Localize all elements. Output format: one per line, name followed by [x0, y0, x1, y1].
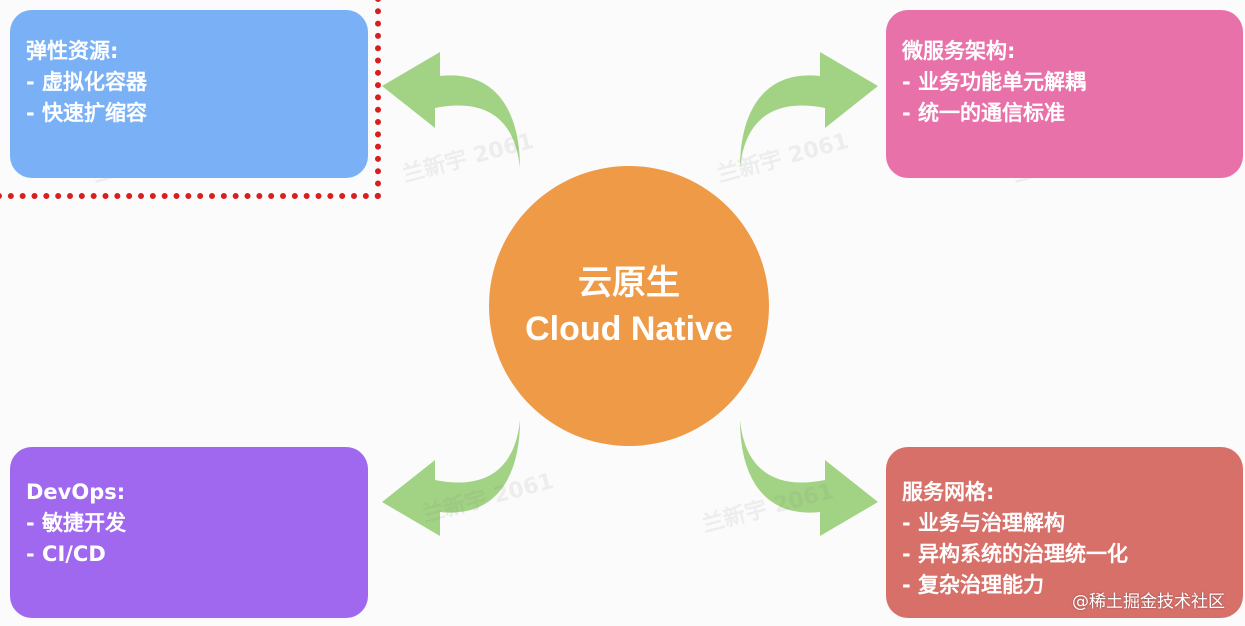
box-elastic-resources: 弹性资源: - 虚拟化容器 - 快速扩缩容: [10, 10, 368, 178]
box-devops: DevOps: - 敏捷开发 - CI/CD: [10, 447, 368, 618]
box-title: 微服务架构:: [902, 39, 1016, 63]
site-watermark: @稀土掘金技术社区: [1072, 592, 1225, 612]
box-title: 弹性资源:: [26, 39, 119, 63]
box-item: - 统一的通信标准: [902, 101, 1066, 125]
box-item: - 敏捷开发: [26, 511, 127, 535]
center-title-en: Cloud Native: [525, 310, 733, 348]
box-item: - 业务功能单元解耦: [902, 70, 1087, 94]
box-item: - 快速扩缩容: [26, 101, 148, 125]
center-title-zh: 云原生: [578, 263, 680, 303]
box-service-mesh: 服务网格: - 业务与治理解构 - 异构系统的治理统一化 - 复杂治理能力: [886, 447, 1243, 618]
arrow-to-mesh: [740, 420, 878, 536]
box-item: - 业务与治理解构: [902, 511, 1066, 535]
box-item: - CI/CD: [26, 542, 106, 566]
box-title: 服务网格:: [902, 480, 995, 504]
box-item: - 复杂治理能力: [902, 573, 1045, 597]
box-item: - 虚拟化容器: [26, 70, 148, 94]
box-title: DevOps:: [26, 480, 126, 504]
center-cloud-native-circle: 云原生 Cloud Native: [489, 166, 769, 446]
box-microservice: 微服务架构: - 业务功能单元解耦 - 统一的通信标准: [886, 10, 1243, 178]
arrow-to-microservice: [740, 52, 878, 168]
arrow-to-elastic: [382, 52, 520, 168]
arrow-to-devops: [382, 420, 520, 536]
box-item: - 异构系统的治理统一化: [902, 542, 1129, 566]
